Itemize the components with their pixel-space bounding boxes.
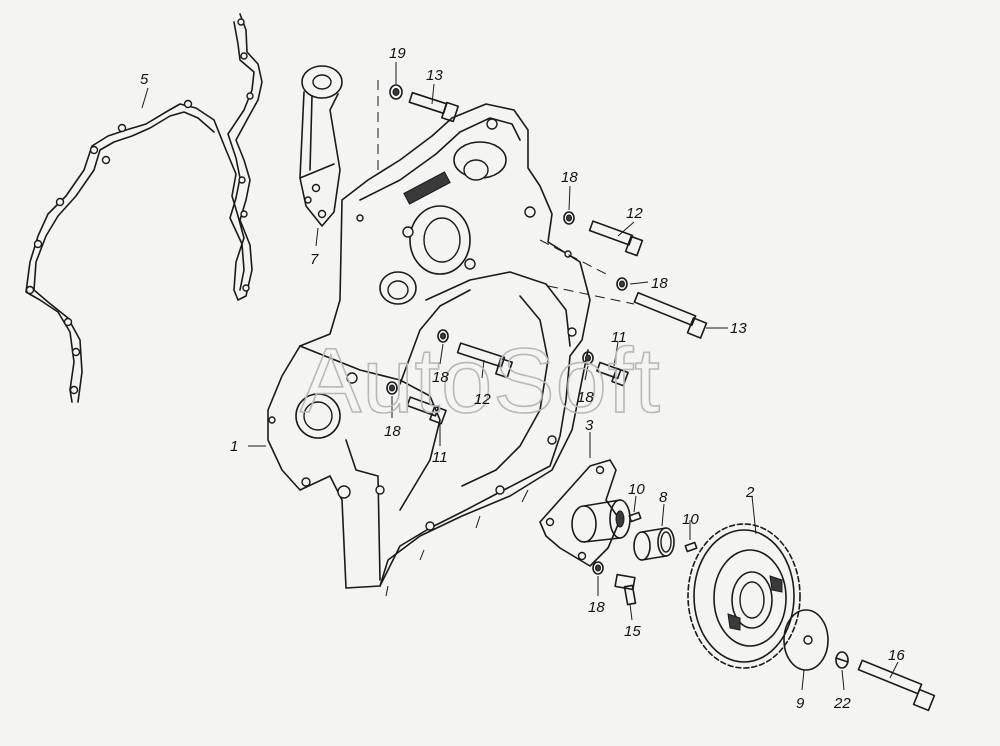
bolt-11-lower — [614, 573, 637, 606]
callout-10-right: 10 — [682, 511, 699, 528]
idler-axle — [539, 459, 631, 567]
callout-15: 13 — [426, 67, 443, 84]
bolt-13-center — [456, 342, 513, 379]
timing-cover-housing — [267, 103, 591, 597]
callout-12-upper: 12 — [626, 205, 643, 222]
callout-13-right: 13 — [730, 320, 747, 337]
bolt-12-upper — [588, 220, 644, 257]
watermark: AutoSoft — [300, 330, 661, 432]
thrust-plate-9 — [783, 609, 829, 671]
callout-18-left: 18 — [384, 423, 401, 440]
callout-16: 16 — [888, 647, 905, 664]
bolt-16 — [857, 659, 936, 712]
callout-2: 2 — [745, 484, 755, 501]
bolt-11-upper — [596, 361, 629, 387]
callout-5: 5 — [140, 71, 149, 88]
washer-18-center — [437, 329, 449, 343]
lifting-bracket — [299, 65, 343, 227]
pin-10-right — [684, 541, 698, 553]
callout-19: 19 — [389, 45, 406, 62]
callout-labels: 5 7 19 13 18 12 18 13 11 18 12 18 18 11 … — [140, 45, 905, 712]
callout-11-lower: 15 — [624, 623, 641, 640]
leader-lines — [141, 62, 899, 691]
alignment-lines — [377, 80, 635, 305]
callout-18-right: 18 — [577, 389, 594, 406]
callout-22: 22 — [833, 695, 851, 712]
callout-3: 3 — [585, 417, 594, 434]
callout-18-mid: 18 — [651, 275, 668, 292]
bolt-15 — [408, 91, 459, 123]
washer-19 — [389, 84, 403, 100]
bushing-8 — [633, 527, 675, 561]
callout-10-left: 10 — [628, 481, 645, 498]
callout-12-lower: 11 — [432, 449, 448, 466]
bolt-13-long — [633, 291, 708, 339]
idler-gear — [687, 523, 801, 669]
logo-plate — [403, 171, 451, 205]
callout-18-center: 18 — [432, 369, 449, 386]
callout-7: 7 — [310, 251, 319, 268]
callout-9: 9 — [796, 695, 805, 712]
callout-18-upper: 18 — [561, 169, 578, 186]
bolt-12-lower — [406, 396, 447, 425]
washer-18-left — [386, 381, 398, 395]
callout-1: 1 — [230, 438, 238, 455]
washer-18-upper — [563, 211, 575, 225]
washer-18-right — [582, 351, 594, 365]
callout-8: 8 — [659, 489, 668, 506]
washer-18-mid — [616, 277, 628, 291]
lock-washer-22 — [835, 651, 849, 669]
pin-10-left — [628, 511, 642, 523]
callout-13-center: 12 — [474, 391, 491, 408]
callout-18-lower: 18 — [588, 599, 605, 616]
washer-18-lower — [592, 561, 604, 575]
gasket-outline — [25, 13, 263, 403]
callout-11-upper: 11 — [611, 329, 627, 346]
